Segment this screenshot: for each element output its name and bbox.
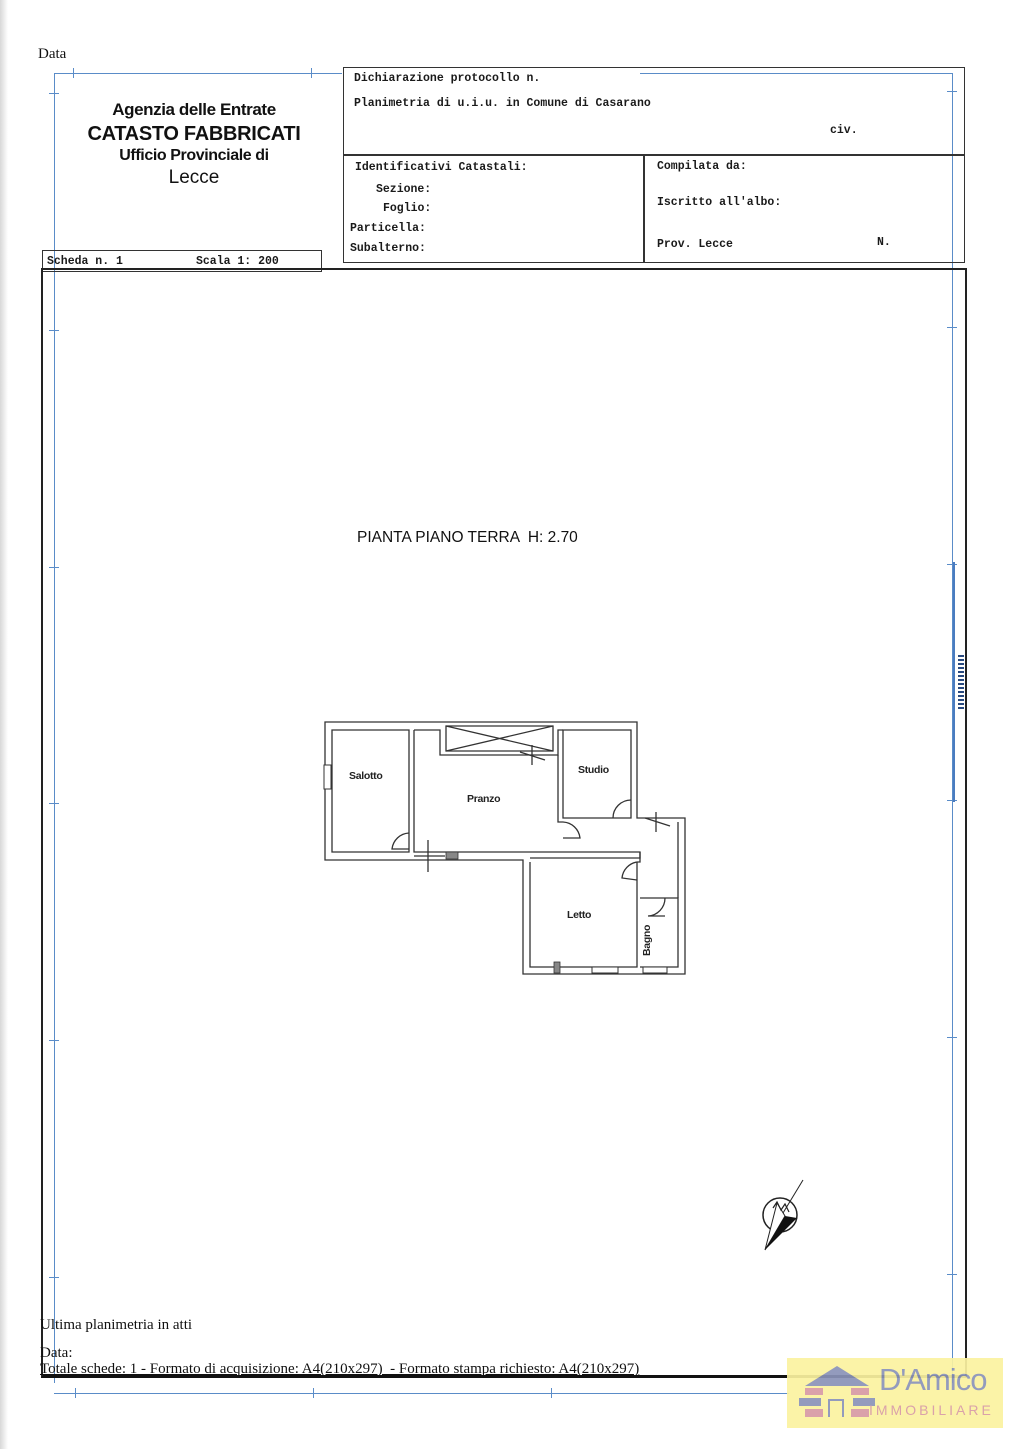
top-data-label: Data [38, 46, 67, 62]
city-label: Lecce [168, 167, 220, 188]
brand-name: D'Amico [879, 1362, 987, 1397]
grid-line-top-right [640, 73, 952, 74]
foglio-label: Foglio: [383, 202, 432, 215]
watermark-logo: D'Amico IMMOBILIARE [787, 1358, 1003, 1428]
grid-tick [49, 1040, 59, 1041]
north-arrow-icon [762, 1179, 804, 1251]
catasto-title: CATASTO FABBRICATI [87, 123, 301, 145]
agency-header: Agenzia delle Entrate CATASTO FABBRICATI… [60, 100, 328, 189]
grid-tick [311, 68, 312, 78]
grid-tick [73, 68, 74, 78]
iscritto-label: Iscritto all'albo: [657, 196, 782, 209]
sezione-label: Sezione: [376, 183, 432, 196]
grid-tick [551, 1388, 552, 1398]
totale-schede-label: Totale schede: 1 - Formato di acquisizio… [40, 1361, 640, 1377]
prov-label: Prov. Lecce [657, 238, 733, 251]
particella-label: Particella: [350, 222, 426, 235]
grid-tick [75, 1388, 76, 1398]
n-label: N. [877, 236, 891, 249]
grid-tick [313, 1388, 314, 1398]
grid-tick [947, 564, 957, 565]
grid-line-top-left [54, 73, 342, 74]
grid-tick [49, 567, 59, 568]
scan-edge-shadow [0, 0, 8, 1449]
drawing-frame [41, 268, 967, 1378]
planimetria-label: Planimetria di u.i.u. in Comune di Casar… [354, 97, 651, 110]
scheda-number: Scheda n. 1 [47, 255, 123, 268]
ufficio-label: Ufficio Provinciale di [119, 147, 269, 164]
grid-tick [49, 330, 59, 331]
room-bagno: Bagno [641, 924, 653, 956]
grid-tick [49, 1277, 59, 1278]
compilata-label: Compilata da: [657, 160, 747, 173]
grid-line-bottom [54, 1393, 789, 1394]
scheda-scale: Scala 1: 200 [196, 255, 279, 268]
dimension-line [953, 562, 955, 802]
subalterno-label: Subalterno: [350, 242, 426, 255]
house-logo-icon [799, 1366, 875, 1417]
dimension-text [958, 655, 964, 710]
declaration-box [343, 67, 965, 263]
floor-plan [323, 721, 686, 975]
declaration-col-divider [643, 154, 645, 263]
room-studio: Studio [578, 764, 609, 776]
grid-tick [49, 93, 59, 94]
room-letto: Letto [567, 909, 592, 921]
grid-tick [947, 800, 957, 801]
grid-line-left [54, 73, 55, 1383]
brand-sub: IMMOBILIARE [869, 1402, 994, 1418]
scheda-box [42, 250, 322, 272]
grid-tick [947, 91, 957, 92]
protocol-label: Dichiarazione protocollo n. [354, 72, 541, 85]
room-salotto: Salotto [349, 770, 383, 782]
declaration-divider [343, 154, 965, 156]
civ-label: civ. [830, 124, 858, 137]
grid-line-right [952, 73, 953, 1383]
room-pranzo: Pranzo [467, 793, 501, 805]
footer-data-label: Data: [40, 1345, 73, 1361]
grid-tick [947, 1037, 957, 1038]
grid-tick [947, 327, 957, 328]
agency-name: Agenzia delle Entrate [112, 100, 276, 119]
grid-tick [49, 803, 59, 804]
grid-tick [947, 1274, 957, 1275]
plan-title: PIANTA PIANO TERRA H: 2.70 [357, 529, 578, 546]
ultima-label: Ultima planimetria in atti [40, 1317, 193, 1333]
identifiers-title: Identificativi Catastali: [355, 161, 528, 174]
